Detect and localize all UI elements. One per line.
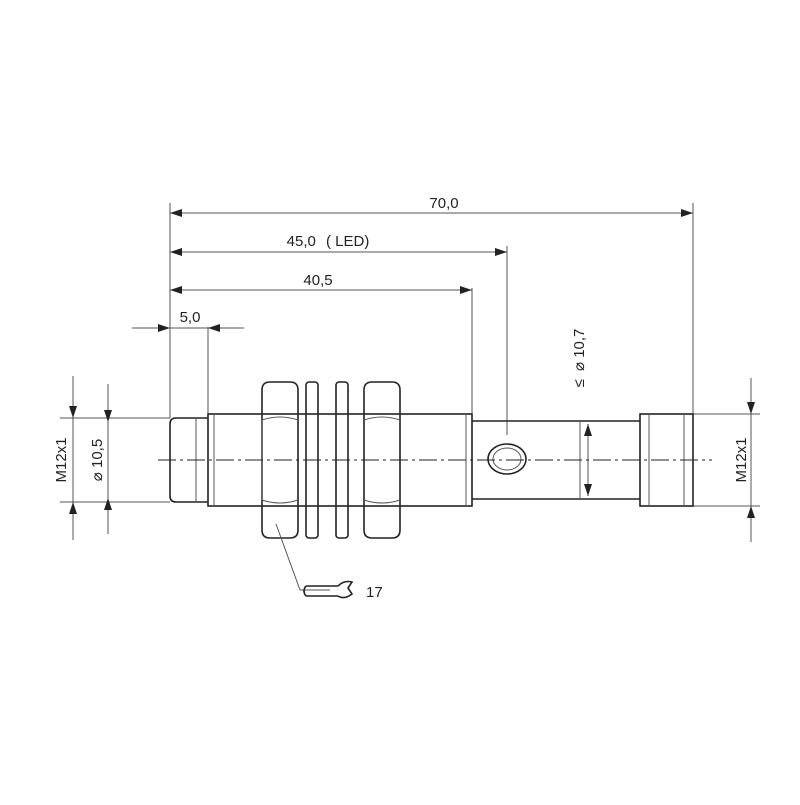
diameter-symbol-left: ⌀ (89, 472, 106, 481)
dimension-5 (132, 324, 244, 332)
extension-lines (60, 203, 760, 507)
dimension-face-diameter (104, 384, 112, 534)
diameter-symbol-body: ⌀ (571, 362, 588, 371)
label-thread-right: M12x1 (733, 437, 750, 482)
nut-left (261, 381, 299, 539)
less-equal-symbol: ≤ (571, 379, 588, 387)
dimension-45 (170, 248, 507, 256)
wrench-icon (303, 580, 354, 599)
label-led-note: ( LED) (326, 233, 369, 250)
dimension-40-5 (170, 286, 472, 294)
label-thread-left: M12x1 (53, 437, 70, 482)
label-body-diameter: ≤ ⌀ 10,7 (571, 329, 588, 388)
dimension-thread-left (69, 376, 77, 540)
label-face-length: 5,0 (180, 309, 201, 326)
dimension-thread-right (747, 378, 755, 542)
label-led-value: 45,0 (287, 233, 316, 250)
wrench-leader (275, 523, 330, 591)
label-wrench-size: 17 (366, 584, 383, 601)
dimension-70 (170, 209, 693, 217)
label-overall-length: 70,0 (429, 195, 458, 212)
nut-right (363, 381, 401, 539)
label-led-position: 45,0 ( LED) (287, 233, 370, 250)
led-indicator (487, 443, 527, 475)
label-thread-length: 40,5 (303, 272, 332, 289)
label-face-diameter: ⌀ 10,5 (89, 439, 106, 481)
